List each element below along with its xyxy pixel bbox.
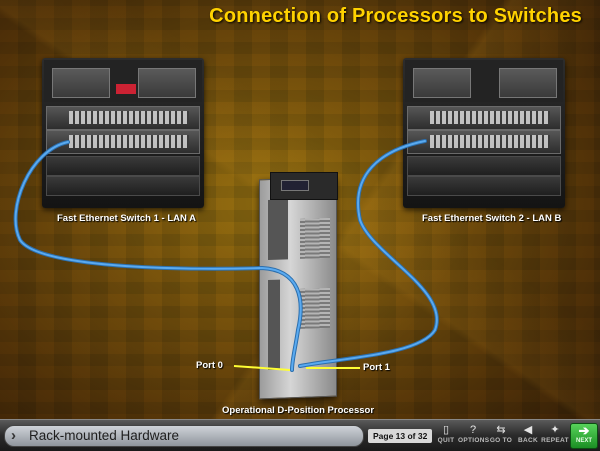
cable-lan-b [298,139,439,368]
chevron-right-icon: › [11,427,16,444]
options-label: OPTIONS [458,437,490,444]
line-card [46,130,200,154]
repeat-icon: ✦ [550,424,560,436]
page-indicator: Page 13 of 32 [368,429,433,443]
breadcrumb[interactable]: › Rack-mounted Hardware [4,425,364,447]
goto-label: GO TO [489,437,513,444]
switch-1-power-section [44,60,202,102]
processor-top-unit [270,172,338,200]
options-button[interactable]: ? OPTIONS [458,423,490,444]
next-arrow-icon: ➔ [578,423,590,438]
quit-label: QUIT [437,437,455,444]
repeat-label: REPEAT [541,437,569,444]
back-label: BACK [518,437,538,444]
line-card [407,106,561,130]
port-0-label: Port 0 [196,360,223,371]
power-supply [413,68,471,98]
switch-1-image [42,58,204,208]
line-card [46,106,200,130]
repeat-button[interactable]: ✦ REPEAT [540,423,570,444]
question-icon: ? [469,424,477,436]
next-button[interactable]: ➔ NEXT [570,423,598,449]
power-supply [138,68,196,98]
switch-1-label: Fast Ethernet Switch 1 - LAN A [57,213,196,224]
back-button[interactable]: ◀ BACK [513,423,543,444]
switch-2-power-section [405,60,563,102]
navigation-bar: › Rack-mounted Hardware Page 13 of 32 ▯ … [0,419,600,451]
breadcrumb-label: Rack-mounted Hardware [29,428,180,443]
blank-slot [46,156,200,176]
power-supply [499,68,557,98]
quit-button[interactable]: ▯ QUIT [431,423,461,444]
port-1-label: Port 1 [363,362,390,373]
processor-label: Operational D-Position Processor [222,405,375,416]
blank-slot [46,176,200,196]
back-arrow-icon: ◀ [523,424,533,436]
line-card [407,130,561,154]
cable-lan-a [13,140,303,372]
blank-slot [407,156,561,176]
door-icon: ▯ [442,424,450,436]
status-led [116,84,136,94]
goto-icon: ⇆ [496,424,506,436]
slide-title: Connection of Processors to Switches [209,5,582,27]
port-0-pointer [233,365,291,371]
switch-2-label: Fast Ethernet Switch 2 - LAN B [422,213,562,224]
next-label: NEXT [575,438,592,444]
power-supply [52,68,110,98]
goto-button[interactable]: ⇆ GO TO [486,423,516,444]
blank-slot [407,176,561,196]
switch-2-image [403,58,565,208]
